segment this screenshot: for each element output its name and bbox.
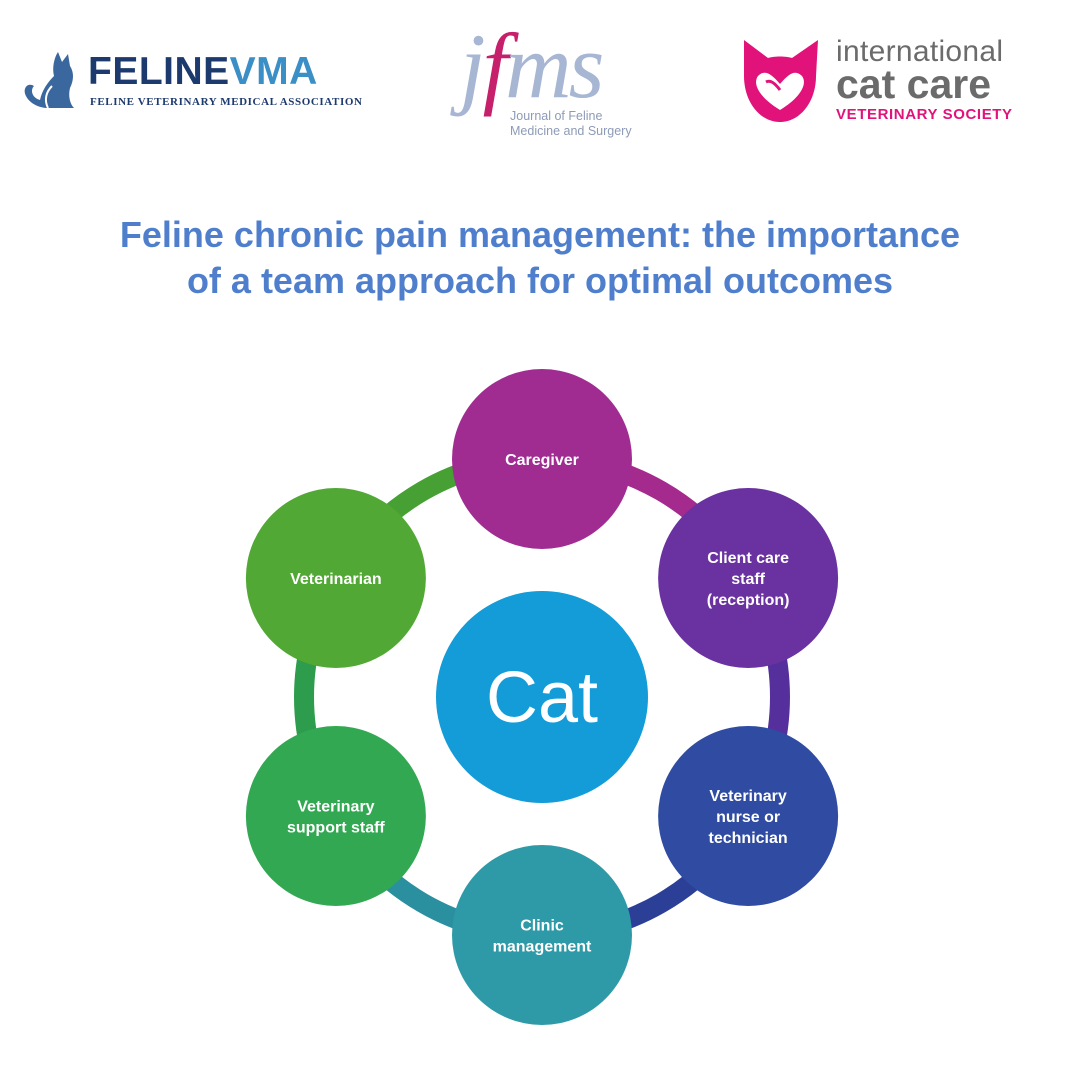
node-client-care-staff-label: (reception): [707, 592, 790, 609]
cat-silhouette-icon: [24, 52, 74, 109]
title-line2: of a team approach for optimal outcomes: [186, 260, 894, 301]
center-node-circle: [436, 591, 648, 803]
jfms-logo: jfms Journal of Feline Medicine and Surg…: [460, 16, 650, 147]
node-caregiver-circle: [452, 369, 632, 549]
jfms-subtitle: Journal of Feline Medicine and Surgery: [510, 109, 632, 139]
node-veterinary-support-staff-label: Veterinary: [297, 799, 374, 816]
node-veterinarian-circle: [245, 488, 426, 668]
jfms-subtitle-line2: Medicine and Surgery: [510, 124, 632, 138]
node-client-care-staff-label: staff: [731, 571, 765, 588]
node-veterinarian: Veterinarian: [245, 488, 426, 668]
node-client-care-staff: Client care staff (reception): [658, 488, 839, 668]
node-veterinary-support-staff: Veterinary support staff: [245, 726, 426, 906]
node-client-care-staff-label: Client care: [707, 550, 789, 567]
node-veterinary-nurse-label: technician: [709, 830, 788, 847]
jfms-wordmark: jfms: [460, 15, 604, 117]
felinevma-wordmark: FELINEVMA: [88, 50, 318, 93]
page-title: Feline chronic pain management: the impo…: [40, 212, 1040, 304]
felinevma-logo: FELINEVMA FELINE VETERINARY MEDICAL ASSO…: [18, 44, 362, 114]
node-veterinary-nurse-label: nurse or: [716, 809, 780, 826]
node-veterinary-nurse-label: Veterinary: [709, 788, 786, 805]
node-veterinary-nurse-circle: [658, 726, 839, 906]
node-client-care-staff-circle: [658, 488, 839, 668]
felinevma-subtitle: FELINE VETERINARY MEDICAL ASSOCIATION: [90, 96, 363, 108]
title-line1: Feline chronic pain management: the impo…: [119, 214, 961, 255]
jfms-subtitle-line1: Journal of Feline: [510, 109, 603, 123]
node-caregiver-label: Caregiver: [505, 452, 579, 469]
icc-line3: VETERINARY SOCIETY: [836, 106, 1013, 123]
icc-logo: international cat care VETERINARY SOCIET…: [734, 32, 1054, 132]
icc-line1: international: [836, 35, 1004, 68]
icc-line2: cat care: [836, 61, 992, 107]
center-node: Cat: [436, 591, 648, 803]
node-veterinarian-label: Veterinarian: [290, 571, 382, 588]
node-veterinary-nurse: Veterinary nurse or technician: [658, 726, 839, 906]
node-clinic-management-circle: [452, 845, 632, 1025]
cat-face-heart-icon: [744, 40, 818, 122]
center-node-label: Cat: [486, 658, 598, 738]
node-clinic-management: Clinic management: [452, 845, 632, 1025]
node-caregiver: Caregiver: [452, 369, 632, 549]
node-veterinary-support-staff-circle: [245, 726, 426, 906]
node-clinic-management-label: Clinic: [520, 918, 564, 935]
node-clinic-management-label: management: [493, 939, 592, 956]
node-veterinary-support-staff-label: support staff: [287, 820, 385, 837]
